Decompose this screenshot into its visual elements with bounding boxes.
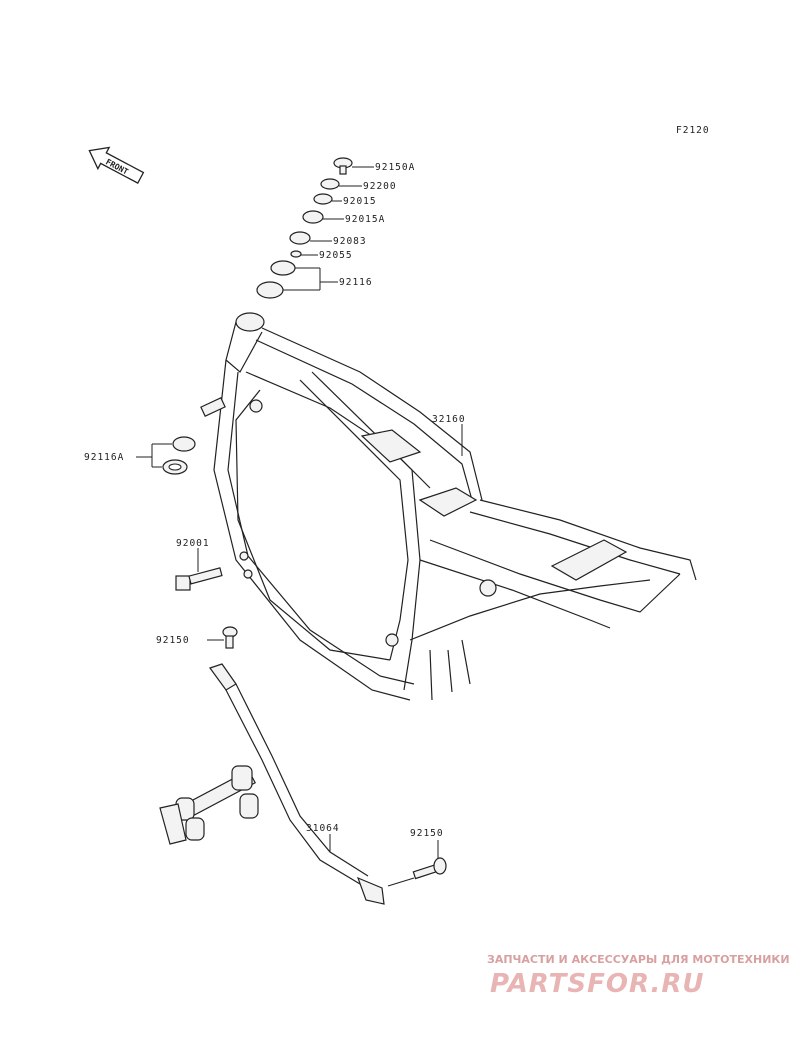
label-32160: 32160 — [432, 414, 466, 425]
watermark-subtitle: ЗАПЧАСТИ И АКСЕССУАРЫ ДЛЯ МОТОТЕХНИКИ — [487, 953, 790, 966]
part-race-92116-lower — [256, 281, 284, 299]
part-nut-92200 — [320, 178, 340, 190]
label-92200: 92200 — [363, 181, 397, 192]
front-arrow-icon: FRONT — [88, 146, 145, 185]
watermark-logo: PARTSFOR.RU — [490, 969, 704, 999]
label-92150-upper: 92150 — [156, 635, 190, 646]
label-92150-lower: 92150 — [410, 828, 444, 839]
label-92015: 92015 — [343, 196, 377, 207]
label-92116A: 92116A — [84, 452, 124, 463]
down-tube-31064 — [159, 663, 385, 905]
steering-stack — [256, 157, 353, 299]
part-race-92116-upper — [270, 260, 296, 276]
figure-code: F2120 — [676, 125, 710, 136]
label-92015A: 92015A — [345, 214, 385, 225]
label-92055: 92055 — [319, 250, 353, 261]
label-92116: 92116 — [339, 277, 373, 288]
part-seal-92083 — [289, 231, 311, 245]
label-92001: 92001 — [176, 538, 210, 549]
part-nut-92015A — [302, 210, 324, 224]
label-31064: 31064 — [306, 823, 340, 834]
label-92083: 92083 — [333, 236, 367, 247]
main-frame — [200, 312, 697, 701]
lower-races-92116A — [162, 436, 196, 475]
bolt-92150-lower — [412, 857, 447, 880]
part-ring-92055 — [290, 250, 302, 258]
part-washer-92015 — [313, 193, 333, 205]
bolt-92001 — [175, 567, 223, 591]
label-92150A: 92150A — [375, 162, 415, 173]
bolt-92150-upper — [222, 626, 238, 649]
